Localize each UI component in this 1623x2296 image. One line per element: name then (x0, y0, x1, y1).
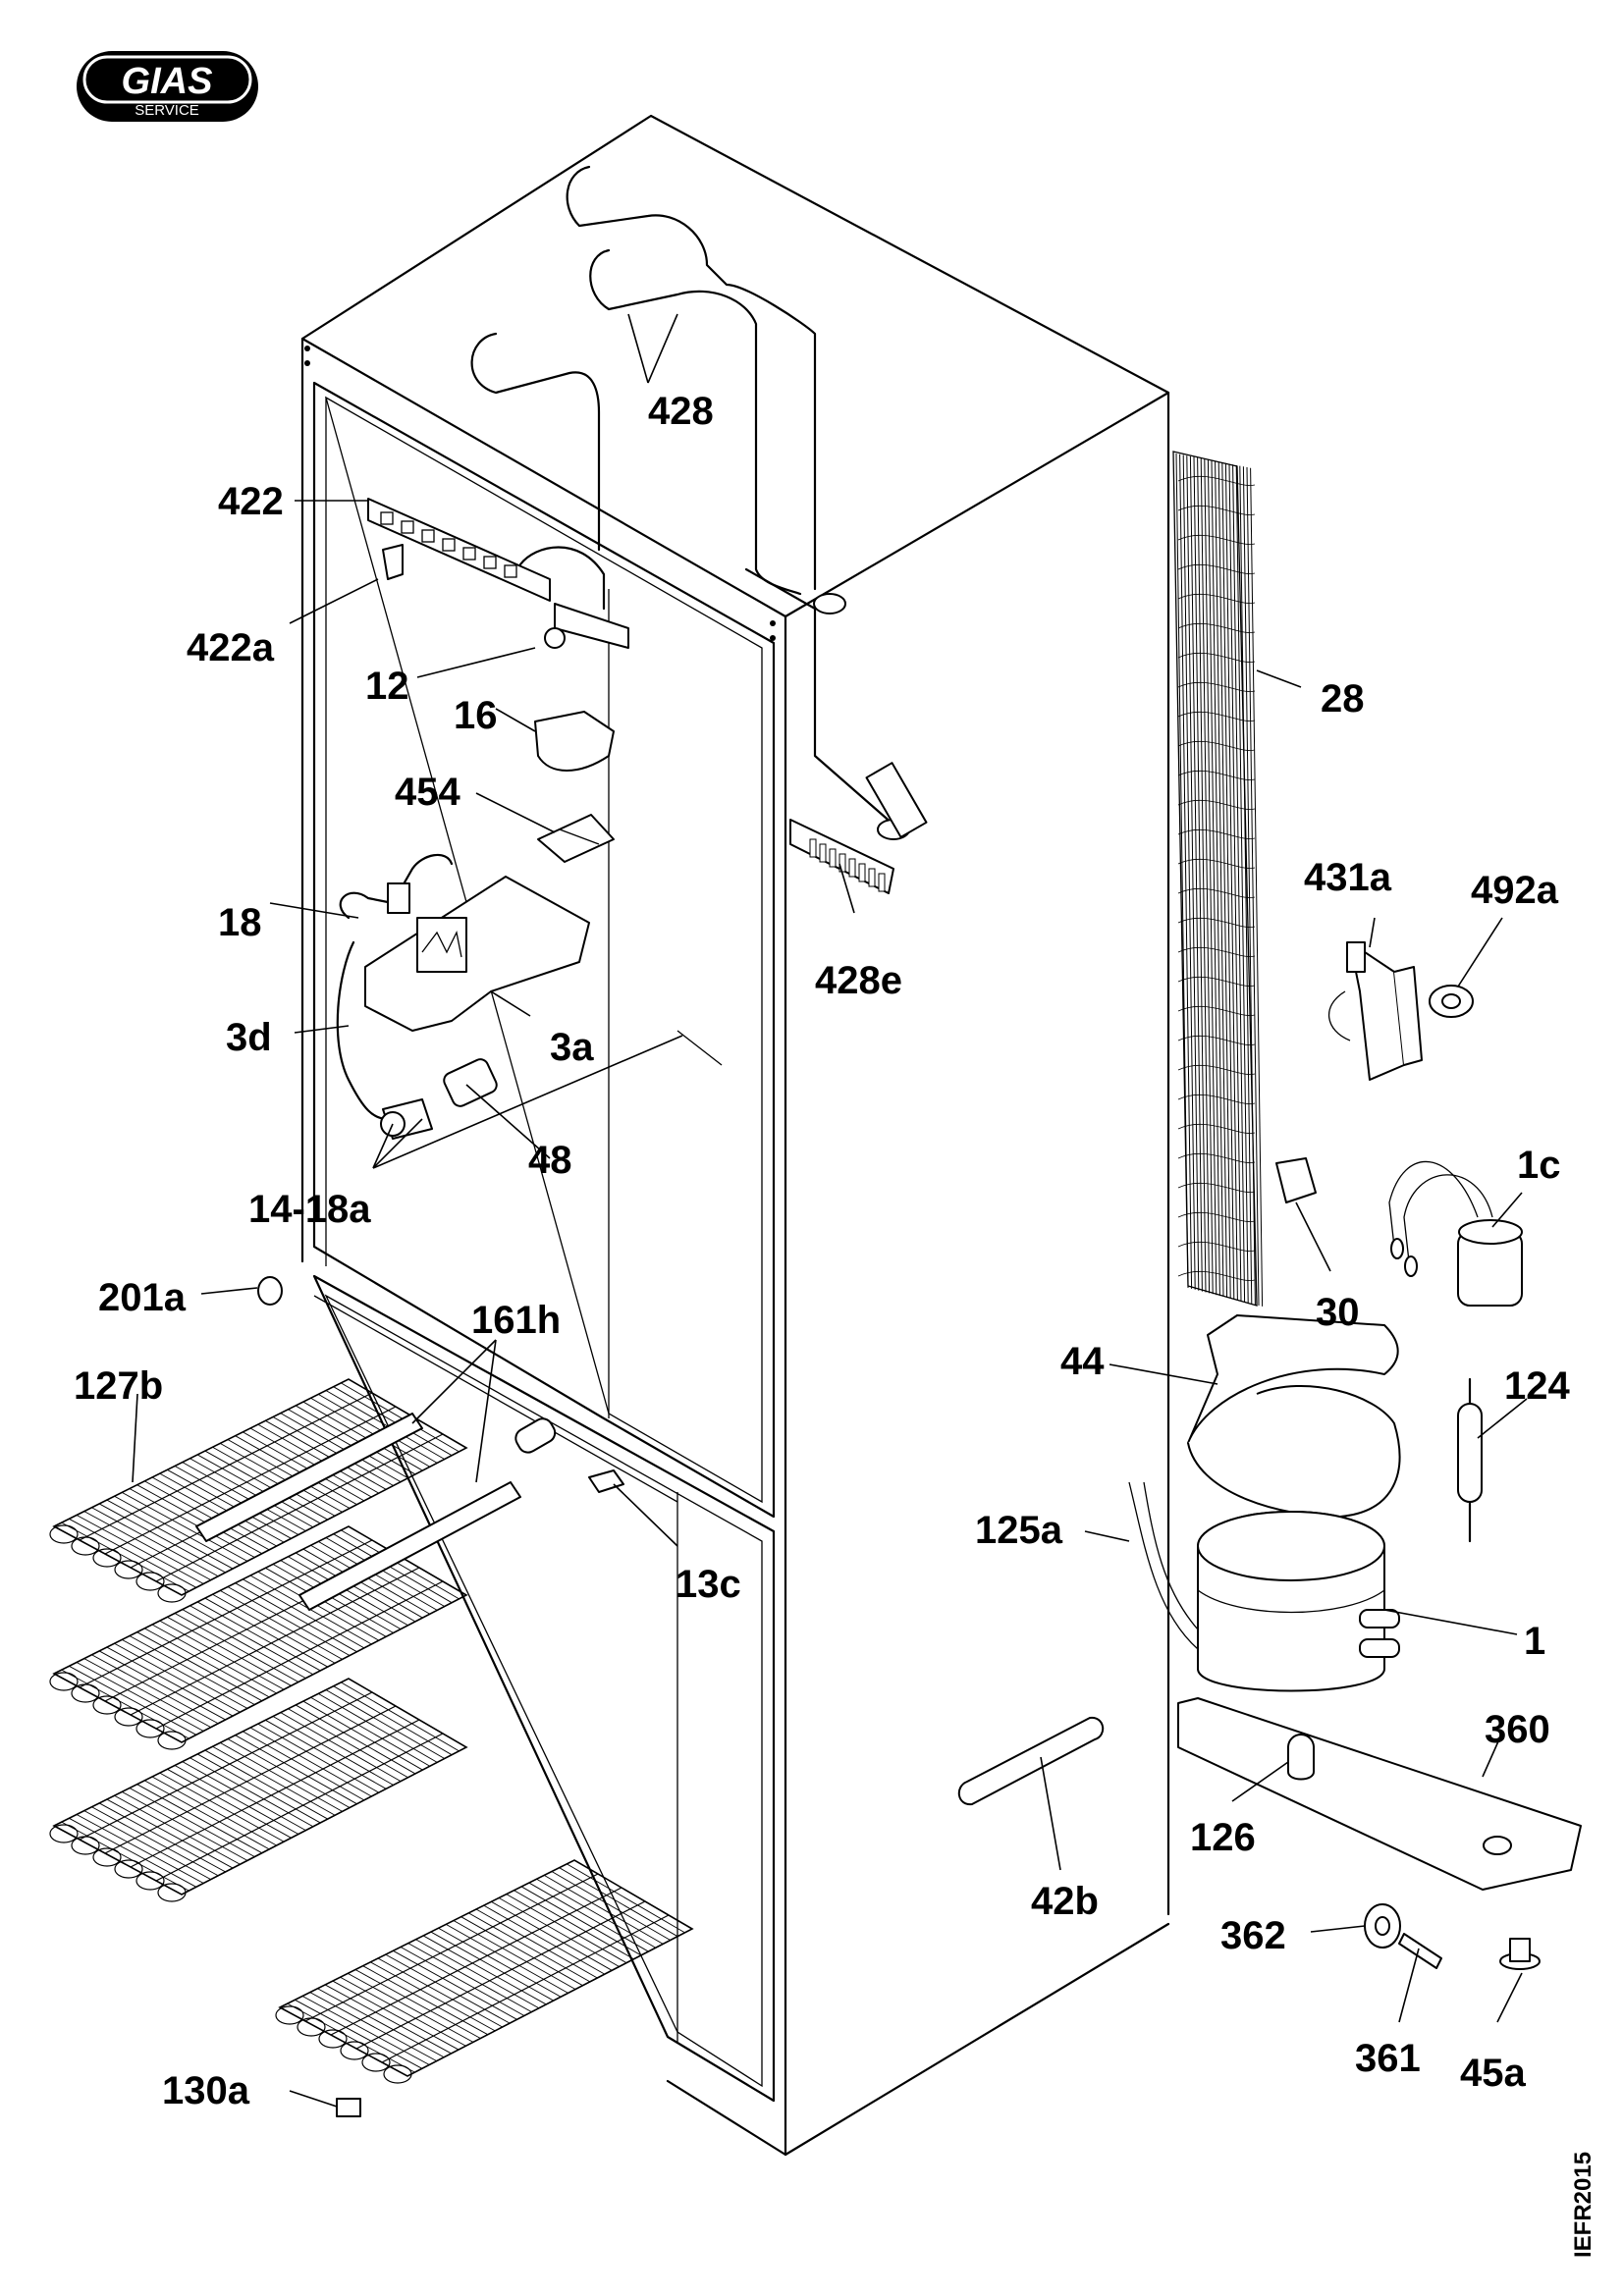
label-14-18a: 14-18a (248, 1188, 371, 1231)
label-161h: 161h (471, 1299, 561, 1342)
label-30: 30 (1316, 1291, 1360, 1334)
drip-tray-44 (1187, 1314, 1401, 1518)
document-code: IEFR2015 (1570, 2152, 1596, 2258)
relay-431a (1328, 941, 1423, 1081)
label-45a: 45a (1460, 2052, 1526, 2095)
connector-block-428e (789, 819, 894, 894)
condenser-grid (1172, 451, 1264, 1307)
capacitor-1c (1388, 1161, 1523, 1307)
label-492a: 492a (1471, 869, 1559, 912)
label-422: 422 (218, 480, 284, 523)
label-431a: 431a (1304, 856, 1392, 899)
leader-lines (132, 313, 1528, 2108)
label-44: 44 (1060, 1340, 1105, 1383)
plug-201a (257, 1276, 283, 1306)
label-124: 124 (1504, 1364, 1570, 1408)
part-labels: 428 422 422a 12 16 454 18 3d 3a 48 14-18… (74, 390, 1570, 2112)
bolt-361 (1398, 1933, 1442, 1969)
filter-drier-124 (1457, 1377, 1483, 1543)
label-1c: 1c (1517, 1144, 1561, 1187)
clamp-30 (1275, 1157, 1317, 1203)
label-28: 28 (1321, 677, 1365, 721)
brand-name: GIAS (122, 61, 213, 102)
label-422a: 422a (187, 626, 275, 669)
label-13c: 13c (676, 1563, 741, 1606)
label-361: 361 (1355, 2037, 1421, 2080)
grommet-362 (1364, 1903, 1401, 1949)
cabinet (300, 114, 1170, 2157)
label-127b: 127b (74, 1364, 163, 1408)
label-428e: 428e (815, 959, 902, 1002)
label-3d: 3d (226, 1016, 272, 1059)
evaporator-shelves (49, 1378, 694, 2117)
label-18: 18 (218, 901, 262, 944)
label-48: 48 (528, 1139, 572, 1182)
label-130a: 130a (162, 2069, 250, 2112)
label-16: 16 (454, 694, 498, 737)
control-assembly (336, 498, 629, 1140)
base-plate-360 (1177, 1697, 1582, 1891)
label-454: 454 (395, 771, 460, 814)
strap-42b (957, 1716, 1105, 1806)
label-42b: 42b (1031, 1880, 1099, 1923)
label-12: 12 (365, 665, 409, 708)
label-1: 1 (1524, 1620, 1545, 1663)
label-201a: 201a (98, 1276, 187, 1319)
label-362: 362 (1220, 1914, 1286, 1957)
top-wiring-harness (470, 165, 928, 840)
label-125a: 125a (975, 1509, 1063, 1552)
compressor-1 (1128, 1481, 1400, 1692)
foot-45a (1499, 1938, 1541, 1970)
label-126: 126 (1190, 1816, 1256, 1859)
ring-492a (1429, 985, 1474, 1018)
label-3a: 3a (550, 1026, 594, 1069)
label-360: 360 (1485, 1708, 1550, 1751)
brand-subtitle: SERVICE (135, 102, 199, 119)
brand-logo: GIAS SERVICE (77, 51, 258, 122)
label-428: 428 (648, 390, 714, 433)
